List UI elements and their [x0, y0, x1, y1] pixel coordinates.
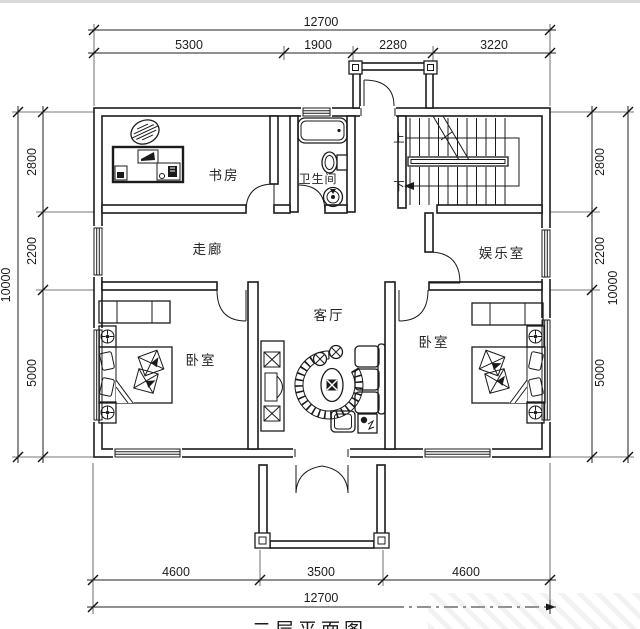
balcony-top: [348, 60, 438, 109]
dim-bottom-seg-3: 4600: [452, 565, 480, 579]
dim-bottom-seg-1: 4600: [162, 565, 190, 579]
dim-top-seg-1: 5300: [175, 38, 203, 52]
dim-left-total: 10000: [0, 268, 13, 303]
bed-right: [471, 346, 546, 404]
bedroom-right-furniture: [471, 302, 546, 424]
dim-top-total: 12700: [304, 15, 339, 29]
round-sofa-rug: [294, 350, 364, 420]
label-corridor: 走廊: [193, 241, 224, 257]
top-border: [0, 0, 640, 3]
dim-right-total: 10000: [606, 271, 620, 306]
entrance-porch: [254, 464, 390, 549]
dim-right-seg-1: 2800: [593, 148, 607, 176]
room-labels: 书房 卫生间 走廊 娱乐室 客厅 卧室 卧室: [186, 168, 526, 368]
window-bedroom-left-south: [113, 447, 182, 459]
label-entertainment: 娱乐室: [479, 245, 526, 261]
tv-cabinet: [260, 340, 285, 432]
stair-up-label: 上: [393, 132, 405, 145]
door-entertainment: [428, 251, 461, 284]
bathtub: [297, 117, 348, 144]
label-bedroom-right: 卧室: [419, 334, 450, 350]
window-entertainment-right: [540, 228, 552, 279]
doors: [216, 79, 461, 494]
stair-down-label: 下: [393, 181, 405, 193]
dimension-top: 12700 5300 1900 2280 3220: [88, 15, 556, 59]
nightstand: [98, 401, 117, 424]
living-room-furniture: [260, 340, 386, 434]
bedroom-left-furniture: [98, 300, 173, 424]
dim-right-seg-2: 2200: [593, 237, 607, 265]
door-bathroom: [297, 184, 326, 213]
wash-basin: [322, 186, 344, 208]
coffee-table: [320, 367, 344, 403]
dim-top-seg-3: 2280: [379, 38, 407, 52]
bed-left: [98, 346, 173, 404]
plan-caption: 二层平面图: [252, 615, 367, 629]
dim-right-seg-3: 5000: [593, 359, 607, 387]
bathroom-fixtures: [297, 117, 348, 208]
windows: [92, 106, 552, 459]
wardrobe-left: [98, 300, 171, 324]
door-balcony: [360, 79, 396, 118]
dim-left-seg-1: 2800: [25, 148, 39, 176]
label-living-room: 客厅: [314, 307, 345, 323]
window-bedroom-right-south: [423, 447, 492, 459]
stair-direction-path: [404, 137, 520, 190]
dimension-right: 2800 2200 5000 10000: [586, 106, 634, 463]
stair-handrail: [407, 156, 509, 167]
desk-chair: [130, 119, 160, 145]
label-study: 书房: [209, 168, 240, 183]
label-bedroom-left: 卧室: [186, 352, 217, 368]
study-furniture: [111, 119, 185, 184]
side-table-lamp: [357, 413, 378, 434]
dimension-bottom: 4600 3500 4600 12700: [87, 565, 556, 614]
nightstand: [526, 401, 545, 424]
stair-break-line: [432, 115, 470, 161]
staircase: 上 下: [393, 115, 520, 205]
window-bedroom-right: [540, 318, 552, 422]
dim-left-seg-2: 2200: [25, 237, 39, 265]
sofa-three-seat: [354, 343, 386, 415]
door-bedroom-right: [398, 289, 429, 322]
dim-bottom-seg-2: 3500: [307, 565, 335, 579]
dim-bottom-total: 12700: [304, 591, 339, 605]
dim-top-seg-4: 3220: [480, 38, 508, 52]
wardrobe-right: [471, 302, 544, 326]
dimension-left: 10000 2800 2200 5000: [0, 106, 49, 463]
dim-top-seg-2: 1900: [304, 38, 332, 52]
door-study: [245, 183, 275, 212]
watermark-texture: [428, 593, 640, 629]
dim-left-seg-3: 5000: [25, 359, 39, 387]
door-entrance-double: [293, 447, 350, 494]
window-bathroom-top: [301, 106, 332, 118]
armchair: [330, 410, 356, 433]
door-bedroom-left: [216, 289, 247, 322]
toilet: [321, 151, 348, 174]
stools: [312, 344, 344, 367]
window-corridor-left: [92, 226, 104, 277]
interior-walls: [101, 115, 543, 450]
window-bedroom-left: [92, 328, 104, 422]
desk: [111, 145, 185, 184]
label-bathroom: 卫生间: [298, 172, 337, 186]
